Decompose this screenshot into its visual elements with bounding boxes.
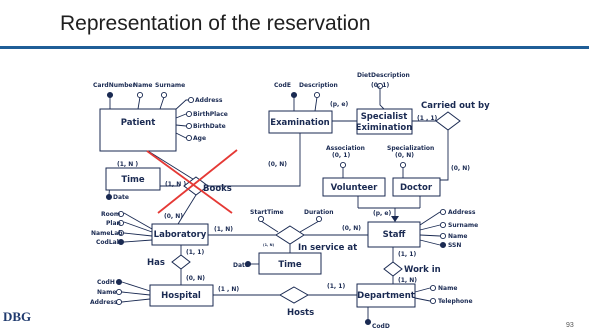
- entity-hospital: Hospital: [149, 284, 214, 307]
- svg-text:(1, 1): (1, 1): [327, 283, 345, 290]
- svg-text:(0, N): (0, N): [395, 152, 414, 159]
- svg-text:Telephone: Telephone: [438, 298, 473, 305]
- svg-text:(p, e): (p, e): [330, 101, 348, 108]
- svg-text:DietDescription: DietDescription: [357, 72, 410, 79]
- svg-text:Time: Time: [278, 260, 302, 270]
- svg-text:(1, N ): (1, N ): [165, 181, 186, 188]
- svg-text:Staff: Staff: [383, 230, 406, 240]
- entity-patient: Patient: [99, 108, 177, 152]
- svg-text:BirthDate: BirthDate: [193, 123, 226, 130]
- entity-staff: Staff: [367, 221, 421, 248]
- svg-text:Date: Date: [113, 194, 129, 201]
- svg-text:BirthPlace: BirthPlace: [193, 111, 228, 118]
- relationship-has: Has: [147, 254, 191, 270]
- svg-text:(1 , 1): (1 , 1): [417, 115, 438, 122]
- relationship-work-in: Work in: [383, 261, 441, 277]
- entity-time-top: Time: [105, 167, 161, 191]
- svg-text:(1 , N): (1 , N): [218, 286, 239, 293]
- slide-title: Representation of the reservation: [60, 12, 371, 35]
- svg-text:CardNumber: CardNumber: [93, 82, 136, 89]
- svg-text:CodE: CodE: [274, 82, 291, 89]
- svg-text:Work in: Work in: [404, 265, 441, 275]
- svg-text:Name: Name: [97, 289, 116, 296]
- svg-text:Books: Books: [203, 184, 232, 194]
- svg-text:Eximination: Eximination: [356, 123, 413, 133]
- entity-laboratory: Laboratory: [151, 223, 209, 246]
- relationship-carried-out-by: Carried out by: [421, 101, 490, 131]
- svg-text:Date: Date: [233, 262, 249, 269]
- svg-text:(0, N): (0, N): [451, 165, 470, 172]
- entity-time-bottom: Time: [258, 252, 322, 275]
- svg-text:Hosts: Hosts: [287, 308, 314, 318]
- svg-text:(1, N ): (1, N ): [117, 161, 138, 168]
- svg-text:Address: Address: [90, 299, 118, 306]
- page-number: 93: [566, 322, 574, 329]
- connection-lines: [108, 88, 449, 320]
- svg-text:Carried out by: Carried out by: [421, 101, 490, 111]
- svg-text:(0, N): (0, N): [186, 275, 205, 282]
- svg-text:(1, 1): (1, 1): [186, 249, 204, 256]
- entity-department: Department: [356, 283, 416, 308]
- svg-text:(1, N): (1, N): [263, 243, 275, 247]
- svg-text:In service at: In service at: [298, 243, 357, 253]
- svg-text:Volunteer: Volunteer: [331, 183, 379, 193]
- dbg-logo: DBG: [3, 309, 32, 324]
- relationship-in-service-at: In service at: [275, 225, 357, 253]
- slide-header: Representation of the reservation: [0, 0, 589, 42]
- svg-text:Specialist: Specialist: [361, 112, 408, 122]
- svg-text:Plan: Plan: [106, 220, 121, 227]
- svg-text:Name: Name: [438, 285, 457, 292]
- svg-text:Has: Has: [147, 258, 165, 268]
- svg-text:CodLab: CodLab: [96, 239, 122, 246]
- svg-text:(1, N): (1, N): [214, 226, 233, 233]
- svg-text:CodD: CodD: [372, 323, 390, 330]
- entity-specialist-examination: Specialist Eximination: [356, 108, 413, 135]
- deleted-cross-mark: [146, 149, 238, 214]
- svg-text:(p, e): (p, e): [373, 210, 391, 217]
- svg-text:Association: Association: [326, 145, 365, 152]
- svg-text:Patient: Patient: [121, 118, 156, 128]
- svg-text:Address: Address: [195, 97, 223, 104]
- svg-text:(0, N): (0, N): [164, 213, 183, 220]
- svg-text:Room: Room: [101, 211, 120, 218]
- svg-text:(0, N): (0, N): [342, 225, 361, 232]
- svg-text:Doctor: Doctor: [400, 183, 433, 193]
- svg-text:(0, 1): (0, 1): [371, 82, 389, 89]
- relationship-hosts: Hosts: [278, 286, 314, 318]
- svg-text:Department: Department: [357, 291, 415, 301]
- svg-text:Examination: Examination: [270, 118, 329, 128]
- svg-text:Duration: Duration: [304, 209, 334, 216]
- svg-text:(0, N): (0, N): [268, 161, 287, 168]
- svg-text:(1, 1): (1, 1): [398, 251, 416, 258]
- title-divider: [0, 46, 589, 49]
- entity-examination: Examination: [268, 110, 333, 134]
- svg-text:Specialization: Specialization: [387, 145, 434, 152]
- entity-doctor: Doctor: [392, 177, 441, 197]
- svg-text:Description: Description: [299, 82, 338, 89]
- attribute-markers: [105, 82, 447, 326]
- svg-text:Name: Name: [133, 82, 152, 89]
- svg-text:Hospital: Hospital: [161, 291, 201, 301]
- svg-text:(0, 1): (0, 1): [332, 152, 350, 159]
- svg-text:Address: Address: [448, 209, 476, 216]
- svg-text:Surname: Surname: [448, 222, 478, 229]
- svg-text:SSN: SSN: [448, 242, 461, 249]
- svg-text:CodH: CodH: [97, 279, 115, 286]
- svg-text:Name: Name: [448, 233, 467, 240]
- entity-volunteer: Volunteer: [322, 177, 386, 197]
- cardinality-labels: (1, N ) (1, N ) (0, N) (0, N) (0, 1) (p,…: [117, 82, 470, 293]
- svg-text:NameLab: NameLab: [91, 230, 123, 237]
- svg-text:Surname: Surname: [155, 82, 185, 89]
- svg-text:(1, N): (1, N): [398, 277, 417, 284]
- svg-text:Time: Time: [121, 175, 145, 185]
- svg-text:Age: Age: [193, 135, 206, 142]
- svg-text:Laboratory: Laboratory: [154, 230, 207, 240]
- svg-text:StartTime: StartTime: [250, 209, 284, 216]
- attribute-labels: CardNumber Name Surname Address BirthPla…: [90, 72, 478, 330]
